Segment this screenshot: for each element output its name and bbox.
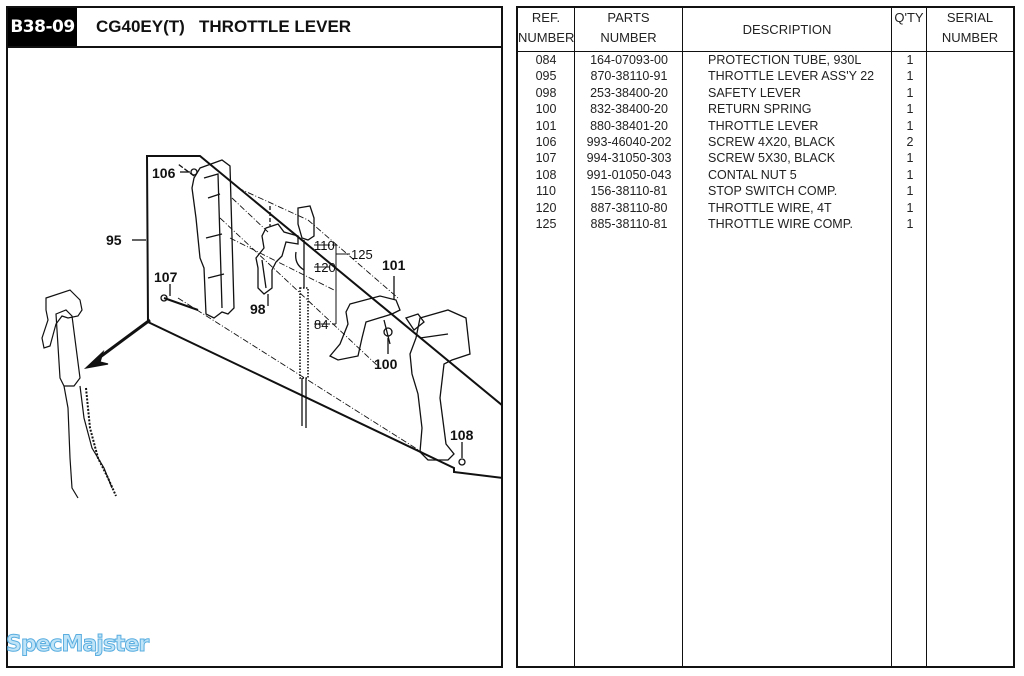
ref-number: 110 — [536, 184, 556, 199]
parts-table: REF. NUMBER PARTS NUMBER DESCRIPTION Q'T… — [516, 6, 1015, 668]
description: SCREW 5X30, BLACK — [708, 151, 836, 166]
ref-number: 101 — [535, 118, 557, 133]
ref-number: 125 — [535, 216, 557, 231]
page-header: B38-09 CG40EY(T) THROTTLE LEVER — [8, 8, 501, 48]
quantity: 1 — [906, 118, 914, 133]
ref-number: 108 — [535, 167, 557, 182]
watermark-logo: SpecMajster — [5, 632, 149, 658]
table-row[interactable]: 095 870-38110-91 THROTTLE LEVER ASS'Y 22… — [518, 68, 1013, 84]
quantity: 1 — [906, 151, 914, 166]
callout-106: 106 — [152, 165, 176, 181]
header-serial-line1: SERIAL — [946, 10, 994, 25]
description: CONTAL NUT 5 — [708, 167, 797, 182]
description: THROTTLE LEVER ASS'Y 22 — [708, 69, 875, 84]
part-number: 991-01050-043 — [586, 167, 672, 182]
part-number: 994-31050-303 — [586, 151, 672, 166]
callout-107: 107 — [154, 269, 178, 285]
quantity: 1 — [906, 216, 914, 231]
part-number: 887-38110-80 — [590, 200, 668, 215]
table-row[interactable]: 106 993-46040-202 SCREW 4X20, BLACK 2 — [518, 134, 1013, 150]
part-95-body — [177, 159, 235, 319]
header-qty-label: Q'TY — [894, 10, 924, 25]
part-number: 832-38400-20 — [590, 102, 668, 117]
callout-98: 98 — [250, 301, 266, 317]
callout-84: 84 — [314, 317, 328, 332]
quantity: 1 — [906, 69, 914, 84]
callout-101: 101 — [382, 257, 406, 273]
callout-100: 100 — [374, 356, 398, 372]
table-row[interactable]: 084 164-07093-00 PROTECTION TUBE, 930L 1 — [518, 52, 1013, 68]
ref-number: 084 — [535, 53, 557, 67]
callout-125: 125 — [351, 247, 373, 262]
description: SAFETY LEVER — [708, 85, 801, 100]
header-qty: Q'TY — [892, 8, 926, 51]
header-description: DESCRIPTION — [742, 22, 832, 37]
exploded-parts-diagram: 95 106 107 98 110 120 125 84 101 100 108 — [41, 155, 501, 499]
quantity: 1 — [906, 200, 914, 215]
part-101-throttle-lever — [328, 276, 401, 361]
part-number: 870-38110-91 — [590, 69, 668, 84]
ref-number: 107 — [535, 151, 557, 166]
callout-108: 108 — [450, 427, 474, 443]
part-number: 885-38110-81 — [590, 216, 668, 231]
table-body: 084 164-07093-00 PROTECTION TUBE, 930L 1… — [518, 52, 1013, 232]
ref-number: 106 — [535, 134, 557, 149]
quantity: 1 — [906, 85, 914, 100]
header-ref-line2: NUMBER — [518, 30, 575, 45]
header-ref-line1: REF. — [531, 10, 561, 25]
description: SCREW 4X20, BLACK — [708, 134, 836, 149]
description: THROTTLE LEVER — [708, 118, 819, 133]
table-row[interactable]: 125 885-38110-81 THROTTLE WIRE COMP. 1 — [518, 216, 1013, 232]
part-handle-right — [404, 309, 471, 466]
part-number: 253-38400-20 — [590, 85, 668, 100]
diagram-panel: B38-09 CG40EY(T) THROTTLE LEVER — [6, 6, 503, 668]
header-serial-line2: NUMBER — [941, 30, 999, 45]
ref-number: 100 — [535, 102, 557, 117]
quantity: 2 — [906, 134, 914, 149]
table-row[interactable]: 098 253-38400-20 SAFETY LEVER 1 — [518, 85, 1013, 101]
handle-overview — [41, 289, 117, 499]
header-parts-line2: NUMBER — [600, 30, 657, 45]
description: THROTTLE WIRE, 4T — [708, 200, 832, 215]
part-number: 156-38110-81 — [590, 184, 668, 199]
description: STOP SWITCH COMP. — [708, 184, 838, 199]
callout-120: 120 — [314, 260, 336, 275]
table-row[interactable]: 107 994-31050-303 SCREW 5X30, BLACK 1 — [518, 150, 1013, 166]
description: THROTTLE WIRE COMP. — [708, 216, 853, 231]
table-row[interactable]: 110 156-38110-81 STOP SWITCH COMP. 1 — [518, 183, 1013, 199]
table-row[interactable]: 120 887-38110-80 THROTTLE WIRE, 4T 1 — [518, 200, 1013, 216]
page-title: THROTTLE LEVER — [199, 17, 352, 36]
header-parts-line1: PARTS — [607, 10, 650, 25]
part-number: 993-46040-202 — [586, 134, 672, 149]
description: PROTECTION TUBE, 930L — [708, 53, 862, 67]
description: RETURN SPRING — [708, 102, 812, 117]
section-code: B38-09 — [8, 8, 77, 46]
quantity: 1 — [906, 102, 914, 117]
header-ref-number: REF. NUMBER — [518, 8, 574, 51]
ref-number: 120 — [535, 200, 557, 215]
table-row[interactable]: 100 832-38400-20 RETURN SPRING 1 — [518, 101, 1013, 117]
quantity: 1 — [906, 167, 914, 182]
detail-frame — [145, 155, 501, 479]
header-parts-number: PARTS NUMBER — [575, 8, 682, 51]
model-name: CG40EY(T) — [96, 17, 185, 36]
part-98-safety-lever — [255, 206, 299, 306]
callout-110: 110 — [314, 238, 335, 253]
table-row[interactable]: 101 880-38401-20 THROTTLE LEVER 1 — [518, 118, 1013, 134]
quantity: 1 — [906, 184, 914, 199]
part-100-return-spring — [383, 319, 393, 354]
callout-95: 95 — [106, 232, 122, 248]
table-row[interactable]: 108 991-01050-043 CONTAL NUT 5 1 — [518, 167, 1013, 183]
part-number: 880-38401-20 — [590, 118, 668, 133]
part-110-120-wire — [295, 205, 315, 428]
ref-number: 098 — [535, 85, 557, 100]
part-number: 164-07093-00 — [590, 53, 668, 67]
quantity: 1 — [906, 53, 914, 67]
header-serial-number: SERIAL NUMBER — [927, 8, 1013, 51]
ref-number: 095 — [535, 69, 557, 84]
